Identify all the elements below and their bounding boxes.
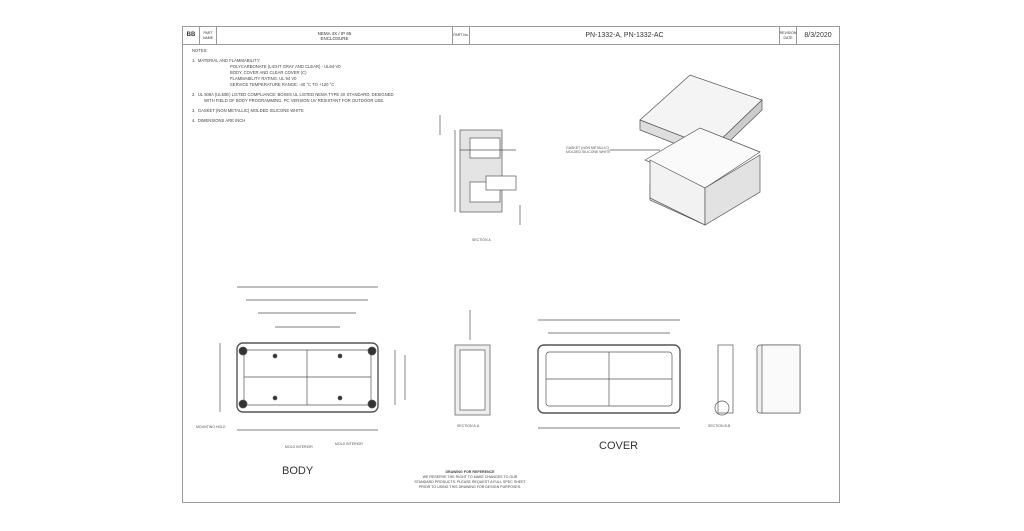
part-name-label: PART NAME bbox=[200, 27, 217, 44]
body-callout-2: MOLD INTERIOR bbox=[285, 445, 313, 449]
note-2: 2. UL 508A (UL50E) LISTED COMPLIANCE: BO… bbox=[192, 92, 394, 103]
cover-side-label: SECTION B-B bbox=[708, 424, 731, 428]
section-view bbox=[439, 115, 521, 225]
part-no-label: PART No. bbox=[453, 27, 470, 44]
notes: NOTES: 1. MATERIAL AND FLAMMABILITY: POL… bbox=[192, 48, 402, 128]
body-callout-1: MOUNTING HOLE bbox=[196, 425, 226, 429]
side-section-label: SECTION A-A bbox=[457, 424, 480, 428]
body-view-label: BODY bbox=[282, 465, 314, 477]
note-1: 1. MATERIAL AND FLAMMABILITY: POLYCARBON… bbox=[192, 58, 341, 87]
body-callout-3: MOLD INTERIOR bbox=[335, 442, 363, 446]
body-front-view bbox=[219, 286, 406, 431]
cover-front-view bbox=[537, 319, 681, 429]
notes-heading: NOTES: bbox=[192, 48, 208, 53]
cover-side-views bbox=[714, 344, 801, 416]
revision-date: 8/3/2020 bbox=[804, 32, 832, 39]
revision-label: REVISION DATE bbox=[780, 27, 797, 44]
part-numbers: PN-1332-A, PN-1332-AC bbox=[470, 27, 780, 44]
company-logo: BB bbox=[183, 27, 200, 44]
reference-note: DRAWING FOR REFERENCE WE RESERVE THE RIG… bbox=[414, 470, 526, 489]
note-3: 3. GASKET (NON METALLIC) MOLDED SILICONE… bbox=[192, 108, 304, 113]
isometric-view bbox=[610, 74, 763, 226]
cover-view-label: COVER bbox=[599, 440, 639, 452]
gasket-callout: GASKET (NON METALLIC) MOLDED SILICONE WH… bbox=[566, 146, 611, 154]
body-side-view bbox=[454, 310, 491, 416]
note-4: 4. DIMENSIONS ARE INCH bbox=[192, 118, 246, 123]
section-label: SECTION A bbox=[472, 238, 491, 242]
